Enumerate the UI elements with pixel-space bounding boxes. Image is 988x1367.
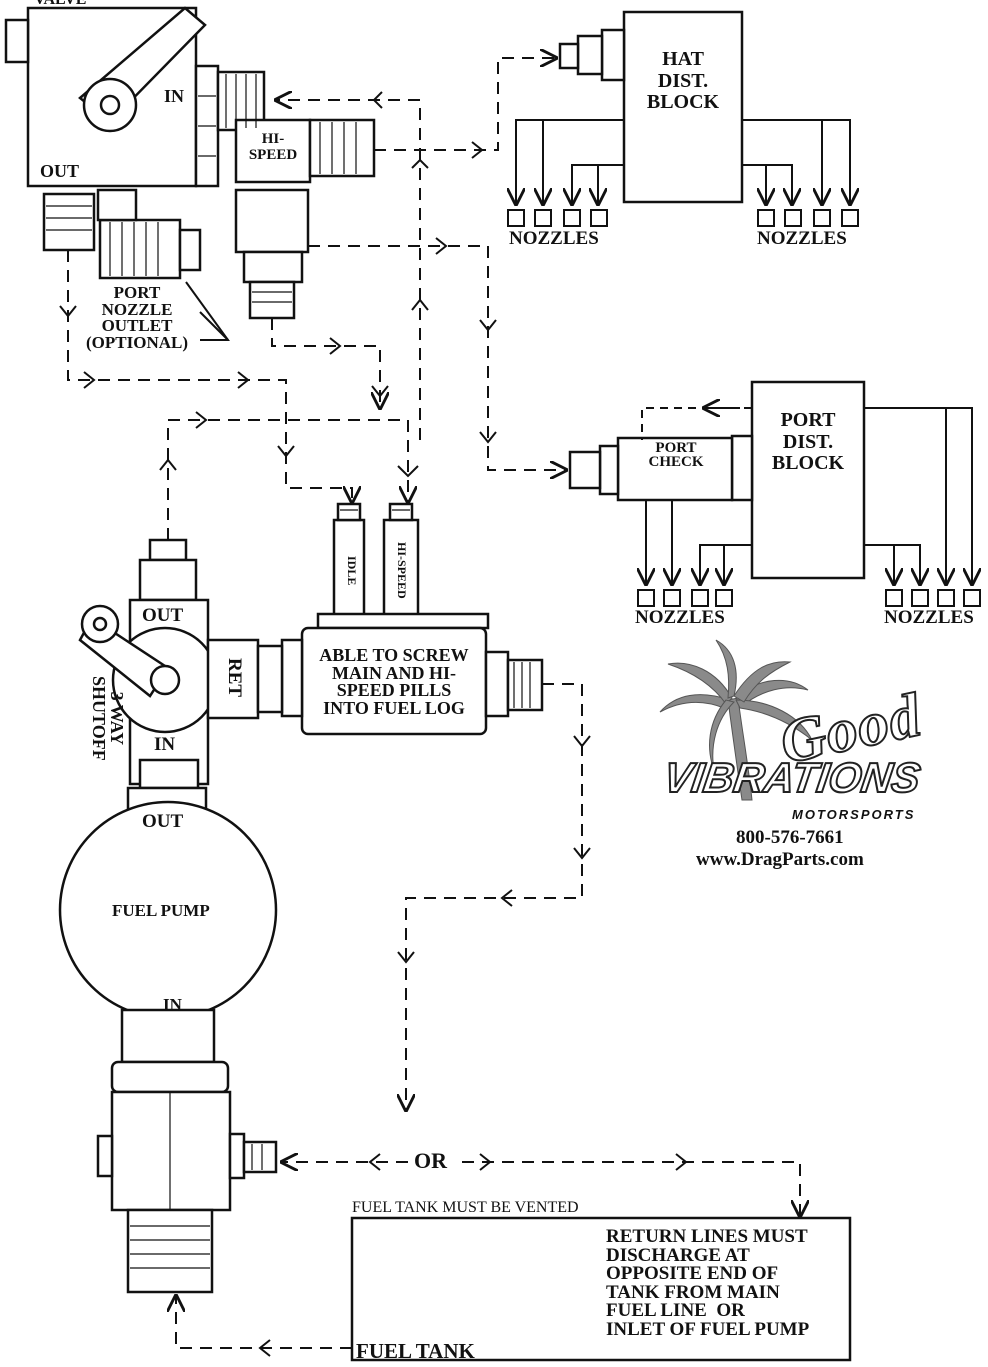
- return-lines-note: RETURN LINES MUST DISCHARGE AT OPPOSITE …: [606, 1226, 810, 1341]
- pump-fitting-ribs: [130, 1092, 263, 1269]
- valve-hi-speed-label: HI- SPEED: [248, 131, 298, 164]
- fuel-tank: [350, 1216, 852, 1362]
- pump-out-label: OUT: [142, 811, 184, 832]
- hat-nozzles-left-label: NOZZLES: [509, 228, 599, 249]
- idle-pill-label: IDLE: [345, 556, 359, 586]
- three-way-out-label: OUT: [142, 605, 184, 626]
- port-block-label: PORT DIST. BLOCK: [771, 409, 845, 475]
- port-outlet-leaders: [185, 281, 230, 341]
- fuel-log-label: ABLE TO SCREW MAIN AND HI- SPEED PILLS I…: [319, 645, 469, 718]
- flow-arrowheads: [59, 91, 688, 1357]
- logo-phone: 800-576-7661: [736, 827, 844, 848]
- hi-speed-pill-label: HI-SPEED: [395, 542, 409, 599]
- port-dist-block: [568, 380, 866, 580]
- fuel-pump-label: FUEL PUMP: [112, 901, 210, 920]
- hat-nozzles-right-label: NOZZLES: [757, 228, 847, 249]
- three-way-shutoff-label: 3 WAY SHUTOFF: [89, 676, 127, 761]
- port-nozzles-right-label: NOZZLES: [884, 607, 974, 628]
- fuel-log-ribs: [340, 509, 531, 708]
- or-label: OR: [414, 1148, 447, 1173]
- port-nozzle-outlet-label: PORT NOZZLE OUTLET (OPTIONAL): [86, 283, 188, 352]
- port-check-label: PORT CHECK: [648, 440, 704, 471]
- fuel-tank-label: FUEL TANK: [356, 1339, 475, 1363]
- port-block-nozzle-lines: [642, 408, 972, 584]
- flow-lines: [67, 58, 800, 1349]
- valve-fitting-ribs: [46, 74, 357, 303]
- port-nozzles-left-label: NOZZLES: [635, 607, 725, 628]
- valve-out-label: OUT: [40, 161, 80, 181]
- logo-vibrations-text: VIBRATIONS: [660, 753, 925, 802]
- valve-label: VALVE: [34, 0, 86, 8]
- main-valve: [4, 6, 376, 320]
- fuel-pump: [58, 786, 278, 1294]
- ret-label: RET: [224, 658, 245, 698]
- three-way-shutoff: [78, 538, 284, 790]
- three-way-in-label: IN: [154, 734, 176, 755]
- hat-block-label: HAT DIST. BLOCK: [646, 48, 720, 114]
- valve-in-label: IN: [164, 86, 185, 106]
- logo-motorsports-text: MOTORSPORTS: [792, 807, 916, 822]
- good-vibrations-logo-palm: [659, 639, 813, 801]
- pump-in-label: IN: [163, 995, 182, 1014]
- hat-nozzles: [507, 209, 859, 227]
- tank-vented-label: FUEL TANK MUST BE VENTED: [352, 1199, 579, 1216]
- port-nozzles: [637, 589, 981, 607]
- hat-block-nozzle-lines: [516, 119, 850, 204]
- logo-website: www.DragParts.com: [696, 849, 864, 870]
- hat-dist-block: [558, 10, 744, 204]
